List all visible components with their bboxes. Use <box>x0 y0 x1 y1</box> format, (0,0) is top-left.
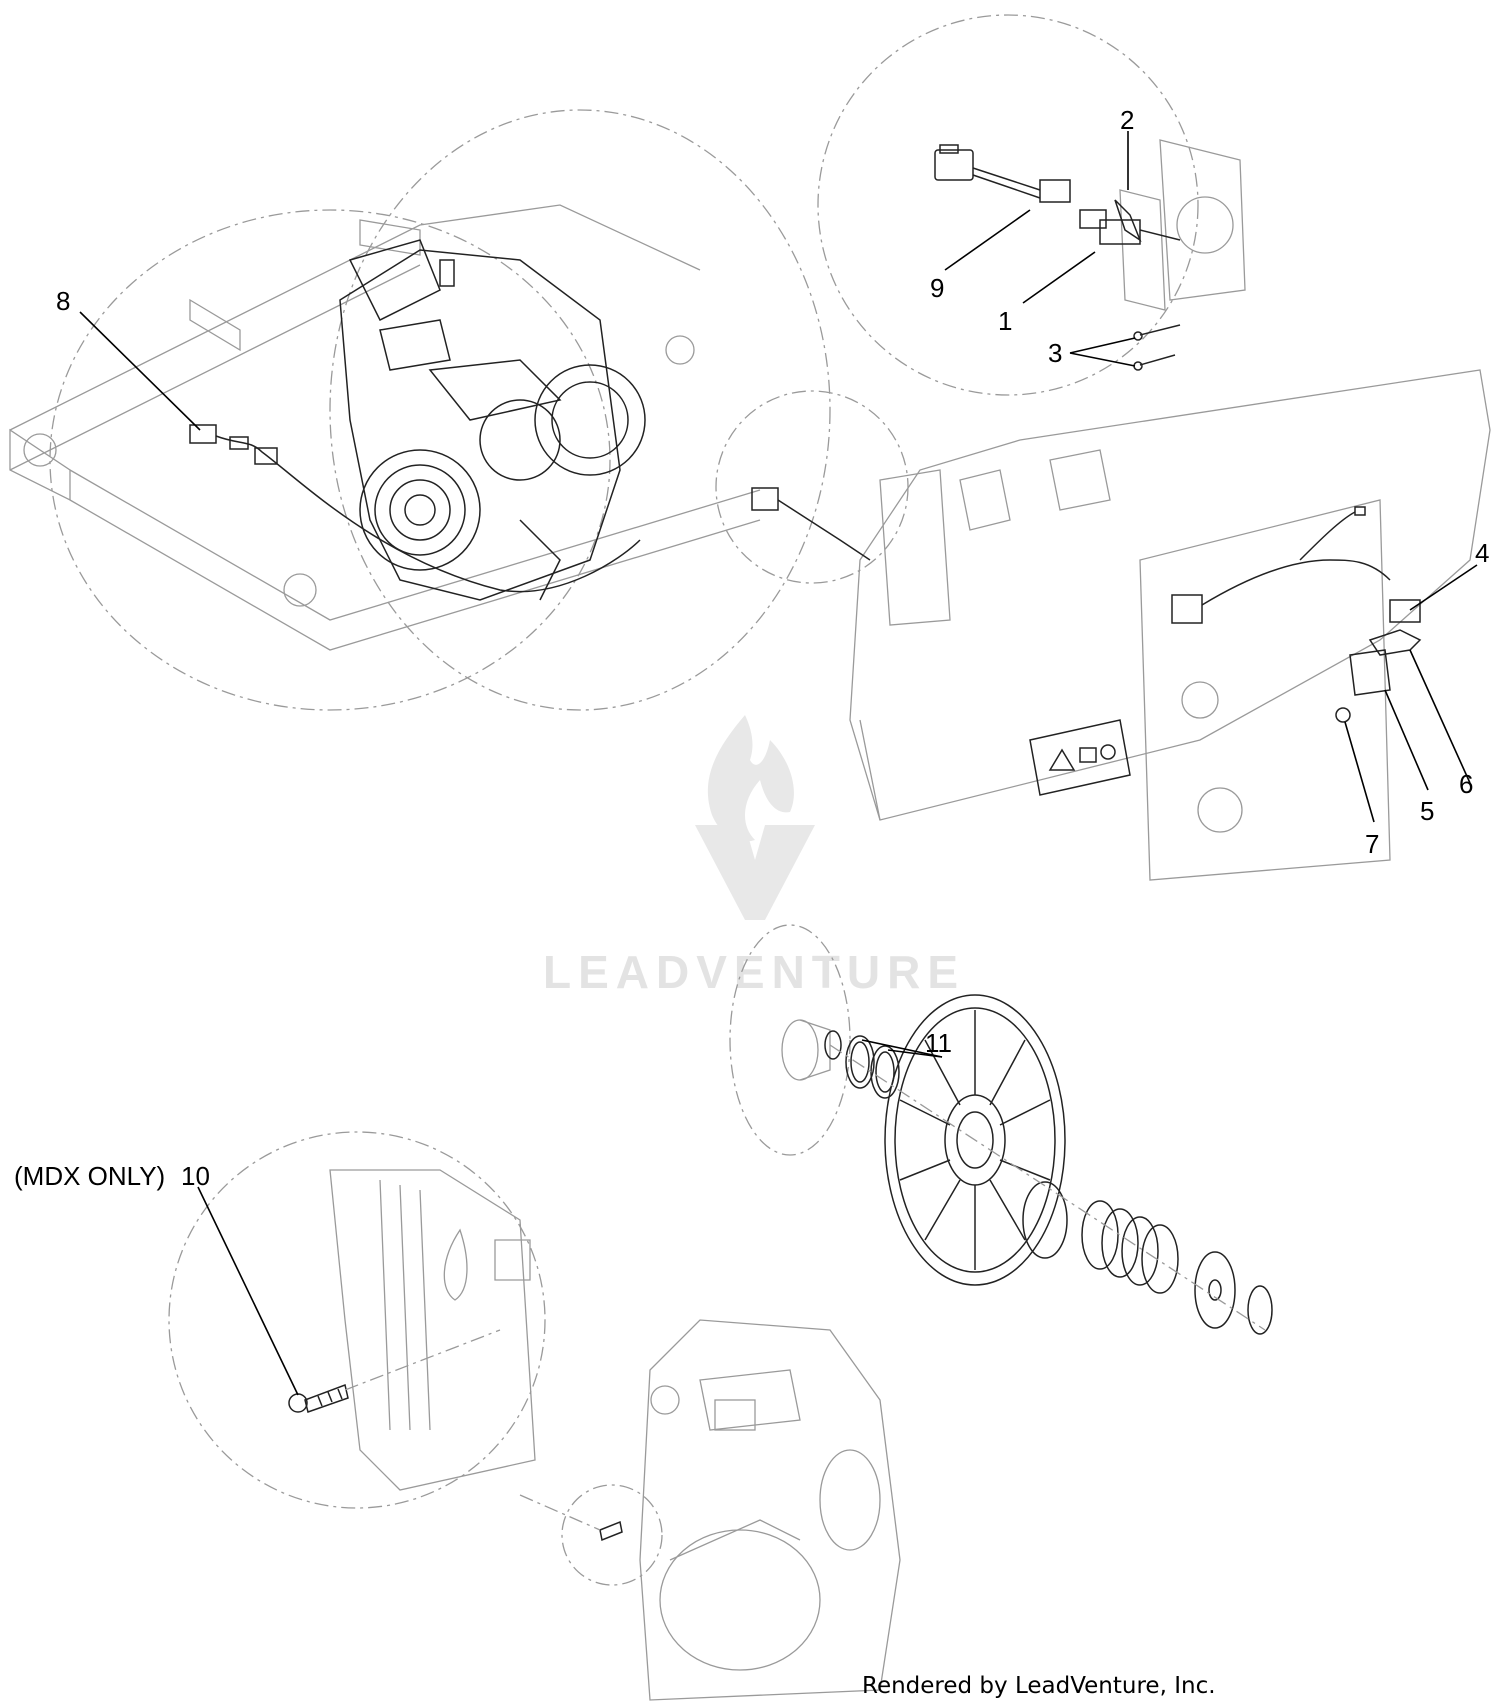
callout-1: 1 <box>998 306 1012 336</box>
mdx-only-note: (MDX ONLY) <box>14 1161 165 1191</box>
callout-3: 3 <box>1048 338 1062 368</box>
leader-lines <box>79 131 1478 1396</box>
clutch-assembly <box>729 924 1273 1335</box>
callout-5: 5 <box>1420 796 1434 826</box>
engine <box>339 239 646 601</box>
mdx-detail <box>168 1131 546 1509</box>
chassis-engine-assembly <box>9 109 831 711</box>
render-credit: Rendered by LeadVenture, Inc. <box>862 1673 1216 1699</box>
screw-10 <box>288 1329 501 1413</box>
callout-7: 7 <box>1365 829 1379 859</box>
callout-10: 10 <box>181 1161 210 1191</box>
callout-4: 4 <box>1475 538 1489 568</box>
callout-6: 6 <box>1459 769 1473 799</box>
warning-decal <box>1029 719 1131 796</box>
callout-labels: 1 2 3 4 5 6 7 8 9 10 11 (MDX ONLY) <box>14 105 1489 1191</box>
callout-2: 2 <box>1120 105 1134 135</box>
callout-11: 11 <box>925 1028 952 1058</box>
callout-8: 8 <box>56 286 70 316</box>
tunnel-sensor-assembly <box>715 369 1491 881</box>
v-logo-icon <box>695 825 815 920</box>
lower-engine <box>519 1319 901 1701</box>
clutch-sheave <box>884 994 1066 1286</box>
watermark-brand: LEADVENTURE <box>543 946 965 998</box>
watermark: LEADVENTURE <box>543 715 965 998</box>
wire-harness <box>189 424 641 593</box>
interlock-detail <box>817 14 1246 396</box>
flame-icon <box>707 715 794 842</box>
callout-9: 9 <box>930 273 944 303</box>
sensor-harness <box>1171 506 1421 624</box>
